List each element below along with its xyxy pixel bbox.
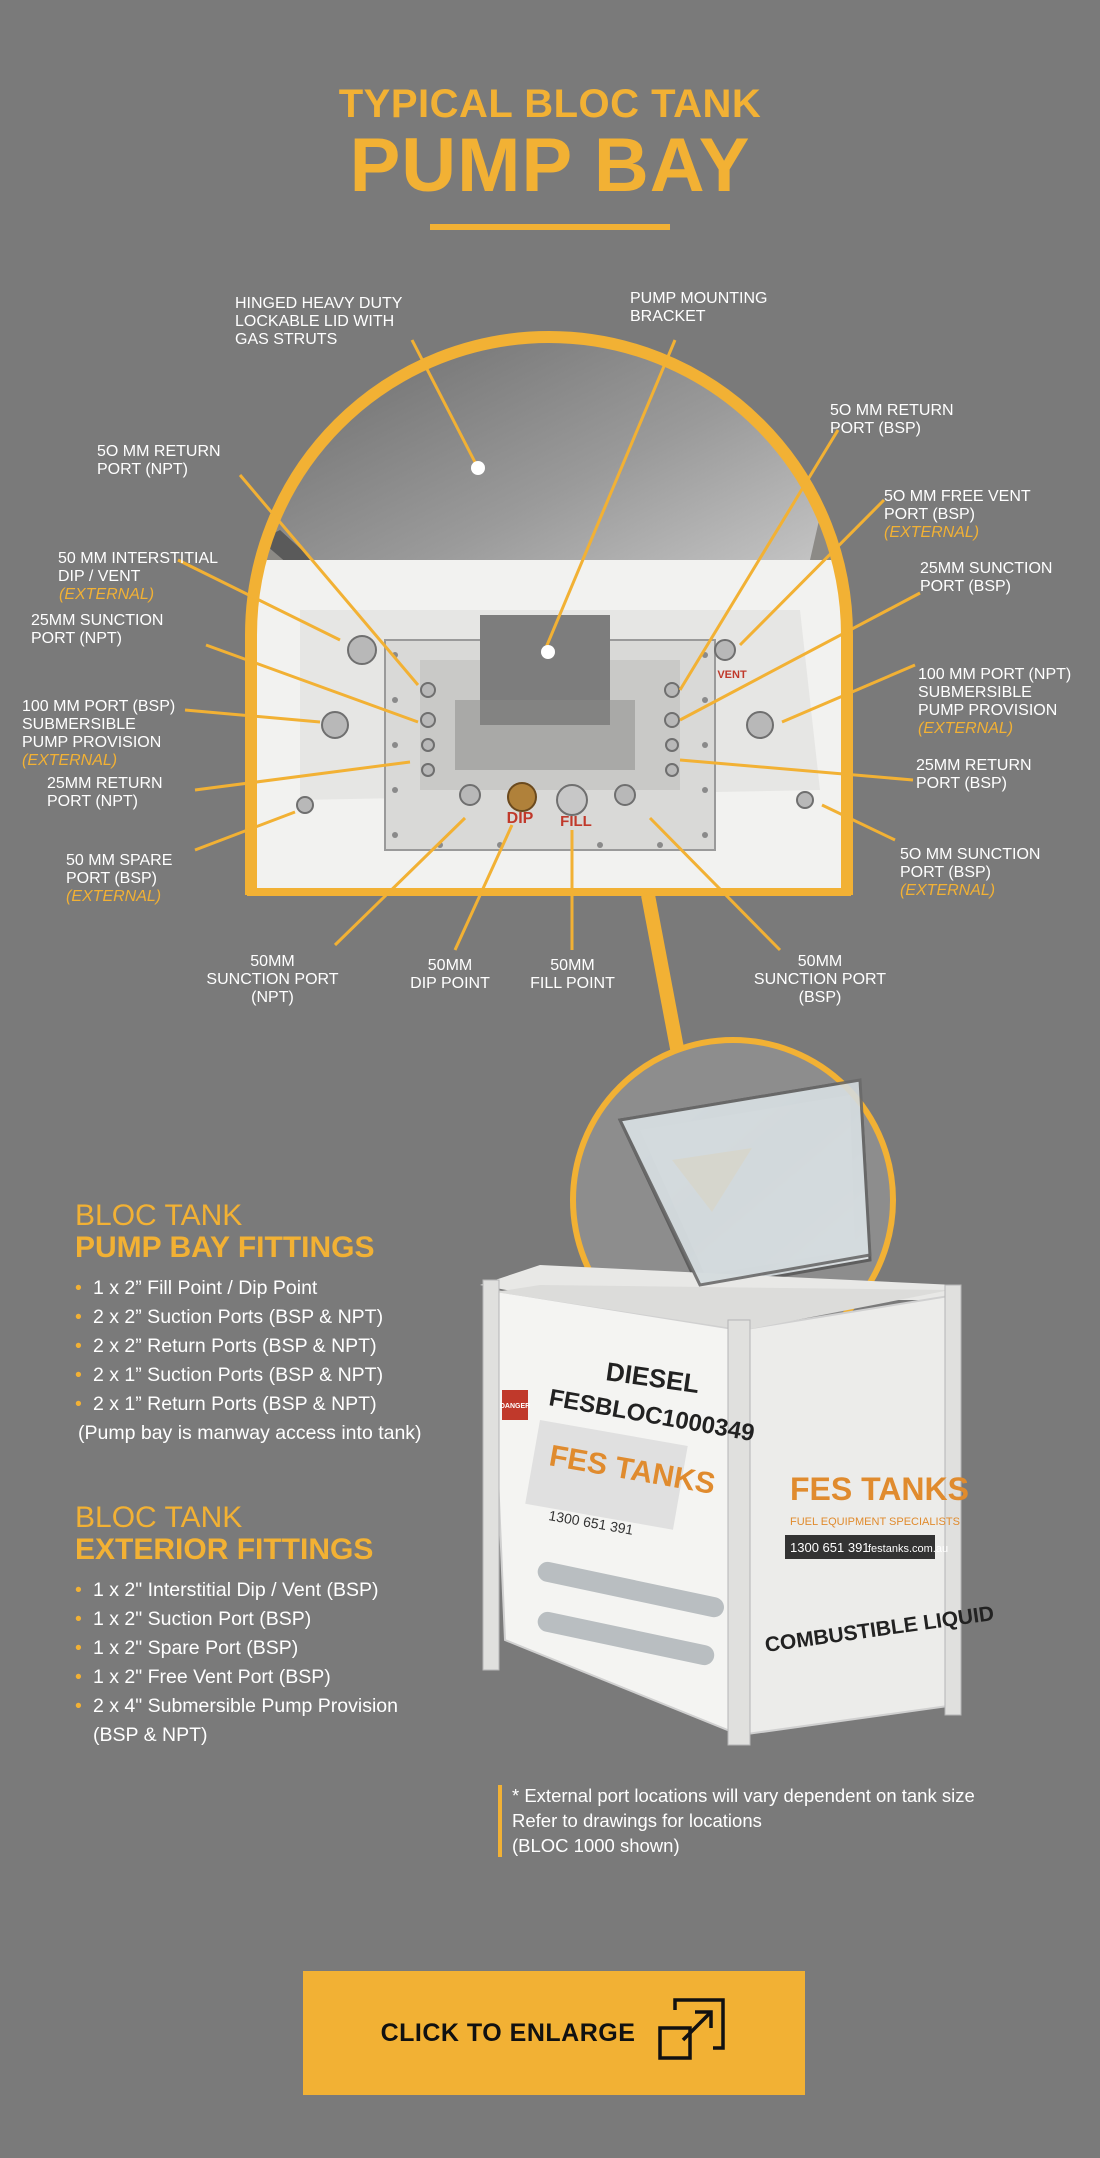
tank-photo: DIESEL FESBLOC1000349 DANGER FES TANKS 1… [480,1078,995,1746]
callout-spare: 50 MM SPARE PORT (BSP) (EXTERNAL) [66,834,172,924]
fill-text: FILL [560,813,592,830]
brand-sub: FUEL EQUIPMENT SPECIALISTS [790,1516,960,1528]
enlarge-icon [657,1996,727,2071]
callout-return-npt-50: 5O MM RETURN PORT (NPT) [97,443,221,478]
pump-bay-note: (Pump bay is manway access into tank) [78,1422,422,1444]
danger-sign: DANGER [500,1403,530,1410]
callout-free-vent-ext: (EXTERNAL) [884,524,980,541]
callout-free-vent-text: 5O MM FREE VENT PORT (BSP) [884,488,1031,523]
brand-front: FES TANKS [790,1471,969,1507]
callout-spare-ext: (EXTERNAL) [66,888,162,905]
pump-bay-fittings: BLOC TANK PUMP BAY FITTINGS 1 x 2” Fill … [75,1200,495,1448]
callout-port-bsp-100-ext: (EXTERNAL) [22,752,118,769]
page-title: PUMP BAY [349,123,751,208]
callout-suction-bsp-50-side-ext: (EXTERNAL) [900,882,996,899]
callout-free-vent: 5O MM FREE VENT PORT (BSP) (EXTERNAL) [884,470,1031,560]
callout-return-bsp-50: 5O MM RETURN PORT (BSP) [830,402,954,437]
exterior-fittings-title2: EXTERIOR FITTINGS [75,1533,374,1566]
callout-port-bsp-100: 100 MM PORT (BSP) SUBMERSIBLE PUMP PROVI… [22,680,175,788]
footnote-bar [498,1785,502,1857]
callout-spare-text: 50 MM SPARE PORT (BSP) [66,852,173,887]
callout-suction-npt-50: 50MM SUNCTION PORT (NPT) [206,953,339,1006]
list-item: 2 x 4" Submersible Pump Provision (BSP &… [75,1692,495,1750]
callout-return-npt-25: 25MM RETURN PORT (NPT) [47,775,163,810]
callout-bracket: PUMP MOUNTING BRACKET [630,290,768,325]
callout-suction-bsp-50-side: 5O MM SUNCTION PORT (BSP) (EXTERNAL) [900,828,1040,918]
title-top: TYPICAL BLOC TANK [338,82,762,126]
list-item: 1 x 2" Interstitial Dip / Vent (BSP) [75,1576,495,1605]
list-item: 1 x 2" Spare Port (BSP) [75,1634,495,1663]
pump-bay-fittings-title2: PUMP BAY FITTINGS [75,1231,375,1264]
exterior-fittings: BLOC TANK EXTERIOR FITTINGS 1 x 2" Inter… [75,1502,495,1750]
list-item: 1 x 2” Fill Point / Dip Point [75,1274,495,1303]
callout-suction-bsp-50-bottom: 50MM SUNCTION PORT (BSP) [753,953,887,1006]
callout-interstitial: 50 MM INTERSTITIAL DIP / VENT (EXTERNAL) [58,532,218,622]
callout-dots [471,461,555,659]
callout-port-npt-100: 100 MM PORT (NPT) SUBMERSIBLE PUMP PROVI… [918,648,1071,756]
callout-fill-50: 50MM FILL POINT [530,957,615,992]
callout-suction-bsp-50-side-text: 5O MM SUNCTION PORT (BSP) [900,846,1041,881]
callout-suction-bsp-25: 25MM SUNCTION PORT (BSP) [920,560,1053,595]
callout-interstitial-text: 50 MM INTERSTITIAL DIP / VENT [58,550,219,585]
callout-port-bsp-100-text: 100 MM PORT (BSP) SUBMERSIBLE PUMP PROVI… [22,698,176,751]
footnote: * External port locations will vary depe… [512,1785,975,1856]
exterior-fittings-title1: BLOC TANK [75,1501,243,1534]
callout-lid: HINGED HEAVY DUTY LOCKABLE LID WITH GAS … [235,295,403,348]
callout-dip-50: 50MM DIP POINT [410,957,490,992]
vent-text: VENT [717,669,747,681]
list-item: 1 x 2" Free Vent Port (BSP) [75,1663,495,1692]
pump-bay-photo: DIP FILL VENT [251,340,847,895]
click-to-enlarge-label: CLICK TO ENLARGE [380,2018,636,2047]
list-item: 2 x 1” Suction Ports (BSP & NPT) [75,1361,495,1390]
website-front: festanks.com.au [868,1543,948,1555]
pump-bay-fittings-title1: BLOC TANK [75,1199,243,1232]
callout-interstitial-ext: (EXTERNAL) [59,586,155,603]
title-divider [430,224,670,230]
arch-frame [245,331,853,895]
phone-front: 1300 651 391 [790,1540,870,1555]
list-item: 2 x 2” Suction Ports (BSP & NPT) [75,1303,495,1332]
list-item: 2 x 1” Return Ports (BSP & NPT) [75,1390,495,1419]
callout-port-npt-100-ext: (EXTERNAL) [918,720,1014,737]
list-item: 1 x 2" Suction Port (BSP) [75,1605,495,1634]
click-to-enlarge-button[interactable]: CLICK TO ENLARGE [303,1971,805,2095]
callout-suction-npt-25: 25MM SUNCTION PORT (NPT) [31,612,164,647]
dip-text: DIP [507,810,534,827]
list-item: 2 x 2” Return Ports (BSP & NPT) [75,1332,495,1361]
callout-lines [177,339,921,952]
callout-port-npt-100-text: 100 MM PORT (NPT) SUBMERSIBLE PUMP PROVI… [918,666,1072,719]
callout-return-bsp-25: 25MM RETURN PORT (BSP) [916,757,1032,792]
